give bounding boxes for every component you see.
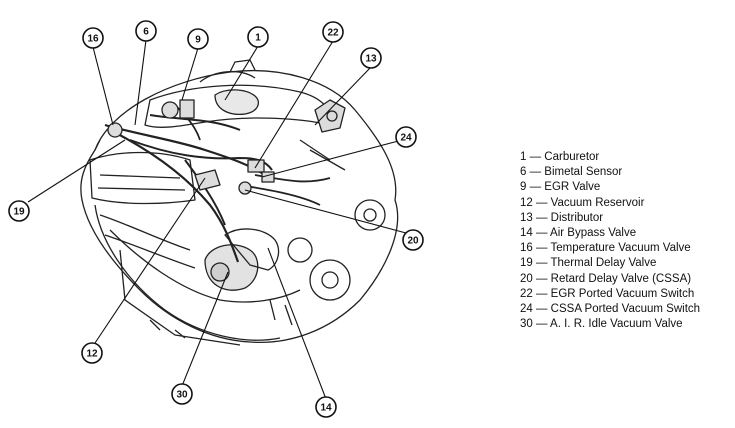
legend-item: 20 — Retard Delay Valve (CSSA) [520, 272, 692, 285]
callout-22: 22 [322, 21, 344, 43]
callout-1: 1 [247, 26, 269, 48]
callout-24: 24 [395, 126, 417, 148]
callout-label: 13 [365, 54, 377, 65]
callout-14: 14 [315, 396, 337, 418]
engine-drawing [80, 59, 399, 346]
callout-label: 6 [143, 27, 149, 38]
callout-label: 20 [407, 236, 419, 247]
callout-19: 19 [8, 200, 30, 222]
callout-label: 16 [87, 34, 99, 45]
callout-label: 12 [86, 349, 98, 360]
callout-20: 20 [402, 229, 424, 251]
legend-item: 1 — Carburetor [520, 151, 600, 163]
callout-9: 9 [187, 28, 209, 50]
callout-16: 16 [82, 27, 104, 49]
callout-label: 24 [400, 133, 412, 144]
callout-13: 13 [360, 47, 382, 69]
legend-item: 16 — Temperature Vacuum Valve [520, 242, 691, 255]
legend-item: 14 — Air Bypass Valve [520, 227, 637, 240]
callout-12: 12 [81, 342, 103, 364]
legend-item: 9 — EGR Valve [520, 181, 601, 194]
legend-item: 13 — Distributor [520, 211, 604, 224]
legend-item: 12 — Vacuum Reservoir [520, 196, 645, 209]
callout-label: 9 [195, 35, 201, 46]
legend-item: 22 — EGR Ported Vacuum Switch [520, 287, 695, 300]
callout-30: 30 [171, 383, 193, 405]
leader-lines [27, 39, 407, 400]
legend-item: 30 — A. I. R. Idle Vacuum Valve [520, 318, 683, 331]
callout-6: 6 [135, 20, 157, 42]
callout-label: 30 [176, 390, 188, 401]
callout-label: 19 [13, 207, 25, 218]
callout-label: 14 [320, 403, 332, 414]
legend-item: 19 — Thermal Delay Valve [520, 257, 657, 270]
callout-label: 1 [255, 33, 261, 44]
parts-legend: 1 — Carburetor 6 — Bimetal Sensor 9 — EG… [520, 150, 700, 332]
legend-item: 24 — CSSA Ported Vacuum Switch [520, 303, 701, 316]
callout-label: 22 [327, 28, 339, 39]
legend-item: 6 — Bimetal Sensor [520, 166, 623, 179]
